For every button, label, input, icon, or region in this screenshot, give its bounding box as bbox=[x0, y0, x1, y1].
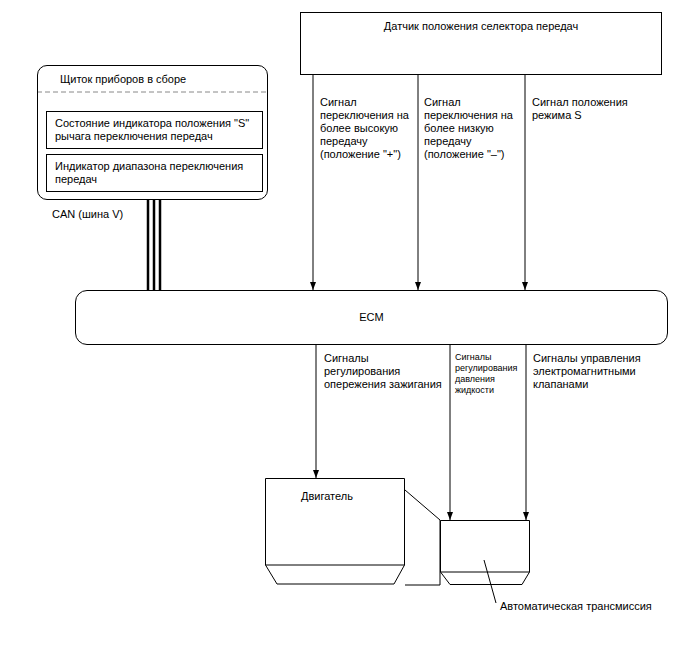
ecm-box: ECM bbox=[75, 290, 668, 345]
signal-arrow bbox=[525, 75, 526, 290]
node-text: Автоматическая трансмиссия bbox=[500, 600, 652, 613]
shape-outline bbox=[440, 520, 530, 585]
dashed-divider bbox=[37, 92, 268, 93]
signal-label: Сигнал переключения на более высокую пер… bbox=[320, 96, 414, 161]
node-text: Индикатор диапазона переключения передач bbox=[55, 160, 254, 186]
node-text: ECM bbox=[359, 311, 383, 324]
signal-label: Сигнал переключения на более низкую пере… bbox=[424, 96, 518, 161]
sensor-box: Датчик положения селектора передач bbox=[300, 12, 662, 75]
leader-line bbox=[484, 560, 496, 603]
can-bus bbox=[148, 200, 160, 290]
indicator-box: Состояние индикатора положения "S" рычаг… bbox=[46, 111, 263, 149]
engine-shape: Двигатель bbox=[265, 478, 405, 585]
signal-arrow bbox=[418, 75, 419, 290]
signal-label: Сигналы регулирования опережения зажиган… bbox=[324, 352, 442, 391]
node-text: Состояние индикатора положения "S" рычаг… bbox=[55, 117, 254, 143]
node-text: Датчик положения селектора передач bbox=[311, 20, 651, 33]
signal-label: Сигналы управления электромагнитными кла… bbox=[533, 352, 668, 391]
signal-label: Сигналы регулирования давления жидкости bbox=[455, 352, 521, 396]
bell-housing bbox=[405, 490, 440, 585]
signal-arrow bbox=[313, 75, 314, 290]
node-text: Двигатель bbox=[301, 490, 395, 503]
signal-arrow bbox=[316, 345, 317, 478]
signal-arrow bbox=[526, 345, 527, 520]
cluster-box: Щиток приборов в сбореСостояние индикато… bbox=[37, 65, 268, 200]
signal-label: CAN (шина V) bbox=[52, 208, 142, 221]
transmission-shape: Автоматическая трансмиссия bbox=[440, 520, 530, 585]
signal-arrow bbox=[450, 345, 451, 520]
indicator-box: Индикатор диапазона переключения передач bbox=[46, 154, 263, 192]
node-text: Щиток приборов в сборе bbox=[60, 73, 257, 86]
signal-label: Сигнал положения режима S bbox=[532, 96, 662, 122]
